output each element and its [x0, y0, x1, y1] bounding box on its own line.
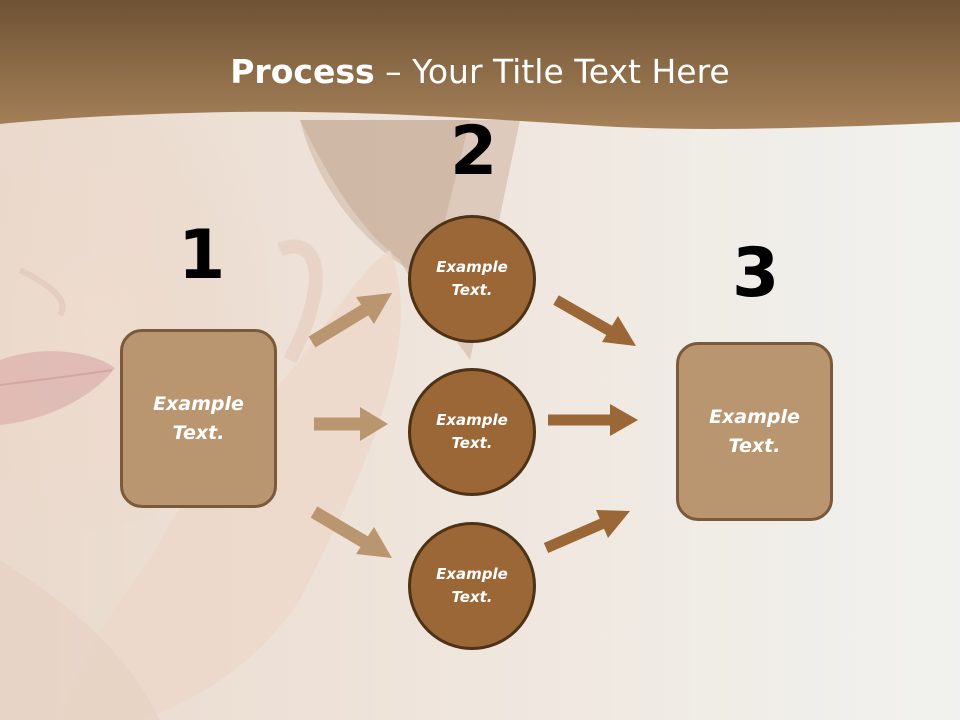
title-rest: – Your Title Text Here [374, 52, 730, 91]
step-number-3: 3 [732, 234, 780, 313]
circle-middle-line-1: Example [436, 411, 508, 429]
slide-title: Process – Your Title Text Here [0, 52, 960, 91]
circle-middle-line-2: Text. [451, 434, 493, 452]
step-3-line-2: Text. [728, 434, 781, 457]
step-1-line-1: Example [153, 392, 244, 415]
circle-bottom-line-2: Text. [451, 588, 493, 606]
step-1-line-2: Text. [172, 421, 225, 444]
step-number-1: 1 [178, 216, 226, 295]
circle-bottom-line-1: Example [436, 565, 508, 583]
step-number-2: 2 [450, 112, 498, 191]
circle-top-line-2: Text. [451, 281, 493, 299]
step-3-line-1: Example [709, 405, 800, 428]
circle-top-line-1: Example [436, 258, 508, 276]
title-bold: Process [230, 52, 375, 91]
